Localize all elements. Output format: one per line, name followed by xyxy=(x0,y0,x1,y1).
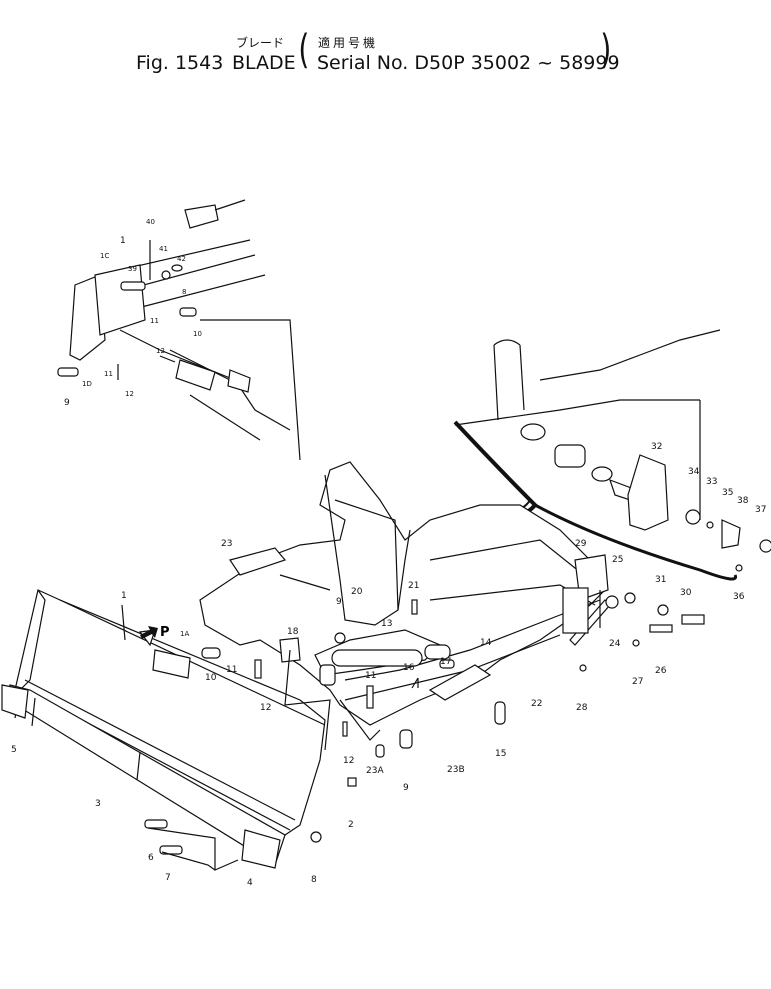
part-label-9: 9 xyxy=(336,597,342,607)
part-label-37: 37 xyxy=(755,505,766,515)
close-parenthesis: ) xyxy=(600,27,612,73)
part-label-2: 2 xyxy=(348,820,354,830)
part-label-9: 9 xyxy=(403,783,409,793)
part-label-25: 25 xyxy=(612,555,623,565)
part-label-33: 33 xyxy=(706,477,717,487)
part-label-17: 17 xyxy=(440,657,451,667)
figure-title-japanese: ブレード xyxy=(236,36,285,50)
figure-title: BLADE xyxy=(232,52,296,74)
part-label-23: 23 xyxy=(221,539,232,549)
part-label-12: 12 xyxy=(260,703,271,713)
serial-number-range: Serial No. D50P 35002 ~ 58999 xyxy=(317,52,620,74)
part-label-34: 34 xyxy=(688,467,700,477)
part-label-12: 12 xyxy=(125,390,134,398)
figure-number: Fig. 1543 xyxy=(136,52,224,74)
blade-assembly xyxy=(1,589,326,869)
part-label-3: 3 xyxy=(95,799,101,809)
tractor-body-outline xyxy=(454,329,721,520)
part-label-5: 5 xyxy=(11,745,17,755)
part-label-8: 8 xyxy=(182,288,186,296)
part-label-23b: 23B xyxy=(447,765,465,775)
part-label-35: 35 xyxy=(722,488,733,498)
inset-detail-drawing xyxy=(57,199,301,461)
part-label-28: 28 xyxy=(576,703,588,713)
part-label-11: 11 xyxy=(226,665,237,675)
part-label-6: 6 xyxy=(148,853,154,863)
part-label-32: 32 xyxy=(651,442,662,452)
part-label-21: 21 xyxy=(408,581,419,591)
open-parenthesis: ( xyxy=(298,27,310,73)
part-label-20: 20 xyxy=(351,587,363,597)
part-label-24: 24 xyxy=(609,639,621,649)
part-label-27: 27 xyxy=(632,677,643,687)
part-label-38: 38 xyxy=(737,496,749,506)
part-label-14: 14 xyxy=(480,638,492,648)
pivot-shaft-assembly xyxy=(520,423,771,572)
part-label-10: 10 xyxy=(193,330,202,338)
part-label-13: 13 xyxy=(381,619,392,629)
part-label-11: 11 xyxy=(150,317,159,325)
part-label-22: 22 xyxy=(531,699,542,709)
part-label-16: 16 xyxy=(403,663,415,673)
part-label-18: 18 xyxy=(287,627,299,637)
part-label-42: 42 xyxy=(177,255,186,263)
part-label-31: 31 xyxy=(655,575,666,585)
part-number-labels: 1 1 1C 1D 1A 2 3 4 5 6 7 8 8 9 9 9 10 10… xyxy=(11,218,766,888)
part-label-1: 1 xyxy=(121,591,127,601)
part-label-1c: 1C xyxy=(100,252,109,260)
leader-lines xyxy=(117,355,601,871)
part-label-39: 39 xyxy=(128,265,137,273)
view-p-arrow: P xyxy=(140,625,170,640)
part-label-12: 12 xyxy=(343,756,354,766)
part-label-8: 8 xyxy=(311,875,317,885)
part-label-23a: 23A xyxy=(366,766,384,776)
part-label-11: 11 xyxy=(365,671,376,681)
part-label-41: 41 xyxy=(159,245,168,253)
part-label-9: 9 xyxy=(64,398,70,408)
part-label-7: 7 xyxy=(165,873,171,883)
part-label-26: 26 xyxy=(655,666,667,676)
part-label-12: 12 xyxy=(156,347,165,355)
part-label-11: 11 xyxy=(104,370,113,378)
view-p-label: P xyxy=(160,625,170,640)
part-label-4: 4 xyxy=(247,878,253,888)
part-label-1: 1 xyxy=(120,236,126,246)
serial-caption-japanese: 適用号機 xyxy=(318,36,379,50)
part-label-10: 10 xyxy=(205,673,217,683)
part-label-30: 30 xyxy=(680,588,692,598)
part-label-1d: 1D xyxy=(82,380,92,388)
part-label-36: 36 xyxy=(733,592,745,602)
figure-header: Fig. 1543 ブレード BLADE ( 適用号機 Serial No. D… xyxy=(0,0,771,90)
part-label-15: 15 xyxy=(495,749,506,759)
part-label-1a: 1A xyxy=(180,630,189,638)
part-label-29: 29 xyxy=(575,539,587,549)
part-label-40: 40 xyxy=(146,218,155,226)
